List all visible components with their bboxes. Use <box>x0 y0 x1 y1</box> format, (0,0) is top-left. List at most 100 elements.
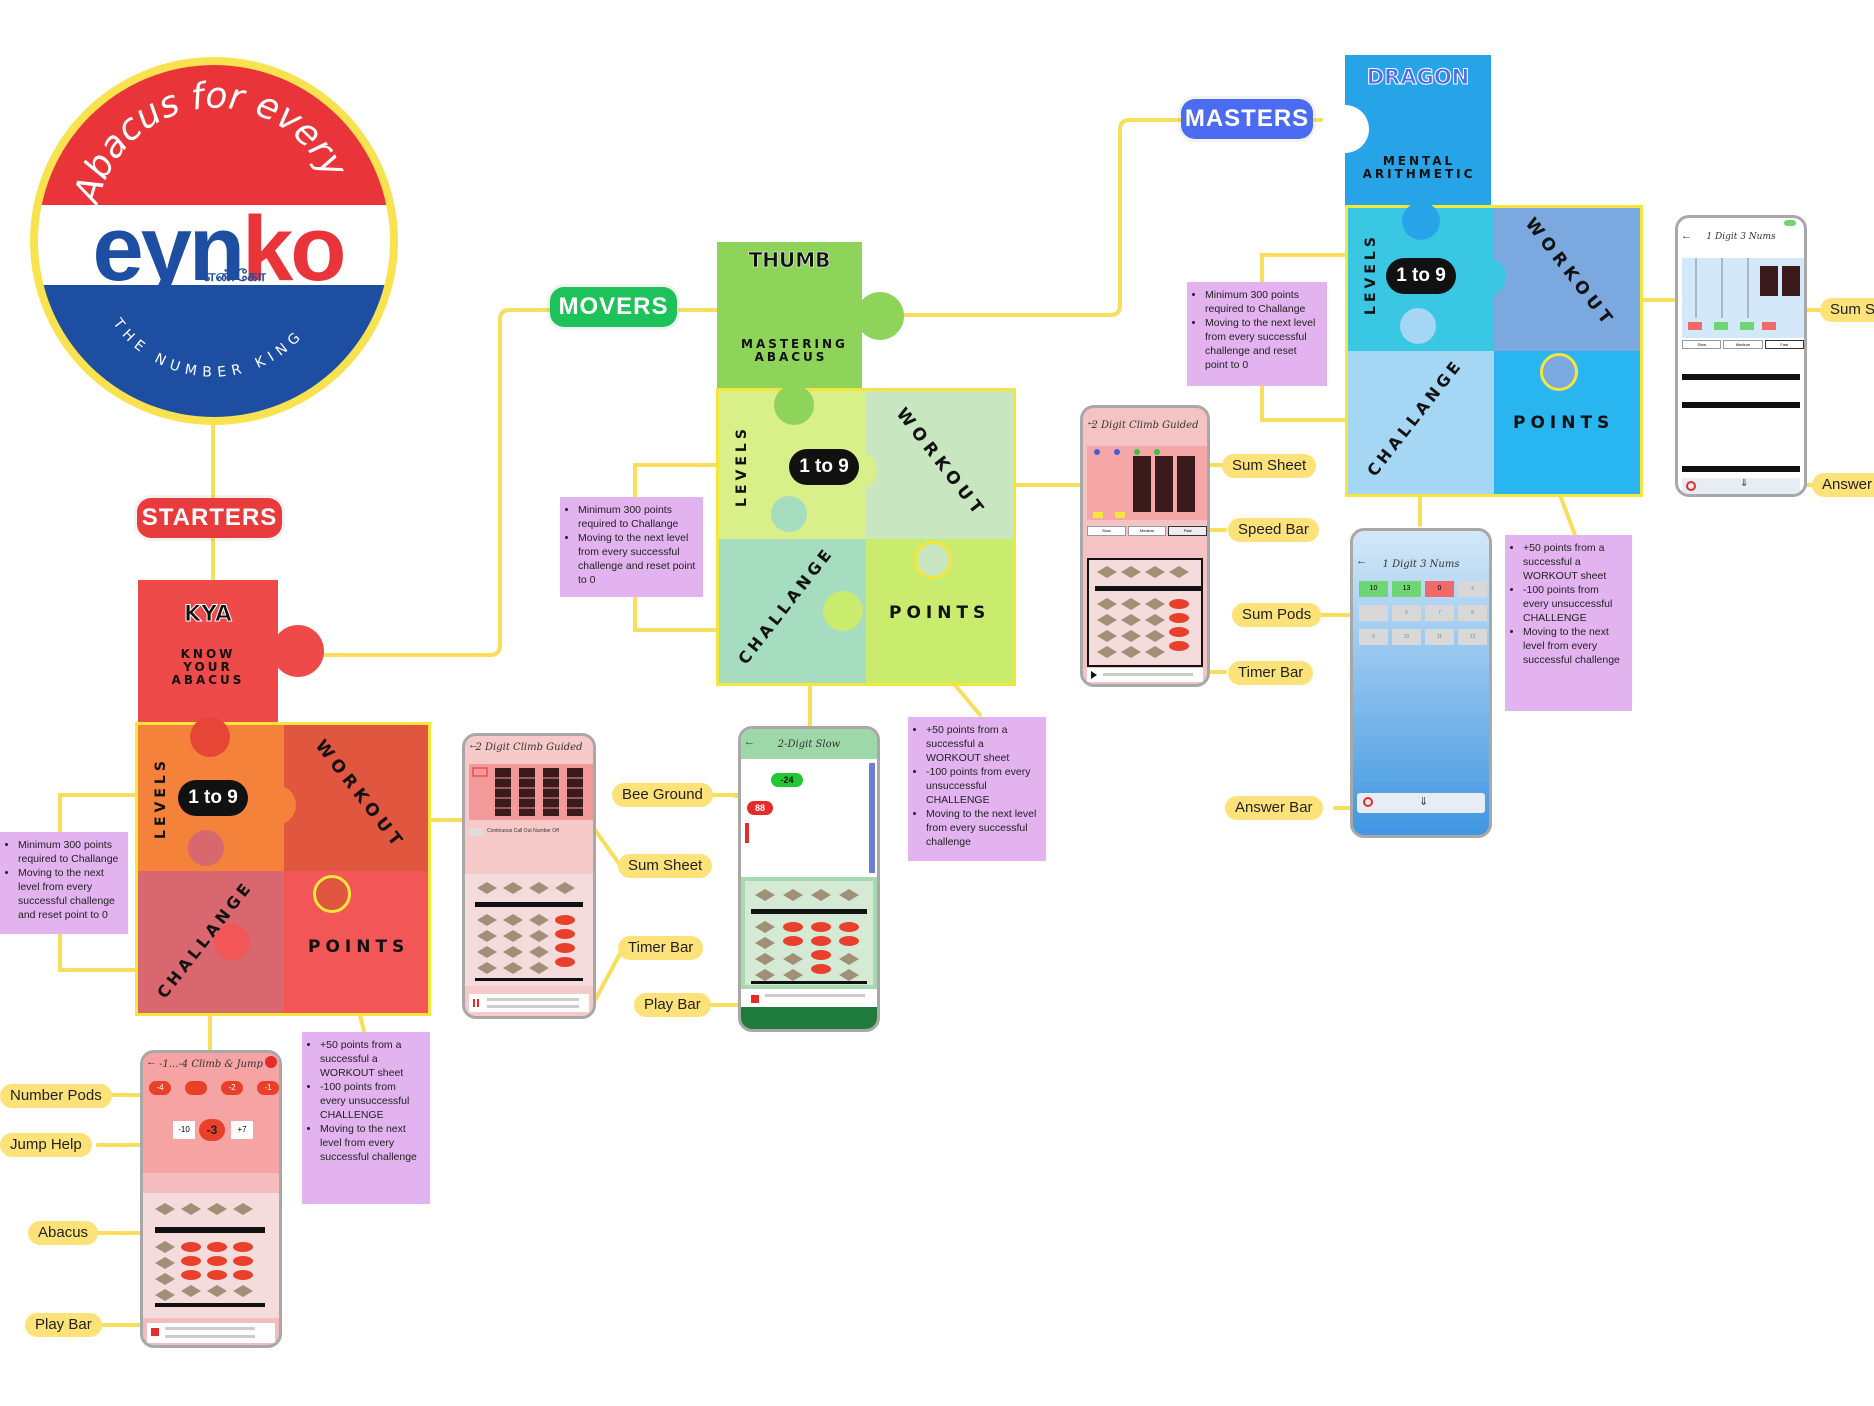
callout-toggle[interactable] <box>469 828 483 836</box>
thumb-range-badge: 1 to 9 <box>789 449 859 485</box>
sum-pod[interactable]: 0 <box>1425 581 1454 597</box>
dragon-subtitle: MENTAL ARITHMETIC <box>1362 154 1476 181</box>
kya-label-lines <box>96 1093 142 1327</box>
bee-pod[interactable]: 88 <box>747 801 773 815</box>
logo-brand-left: eyn <box>92 198 246 300</box>
mic-icon[interactable]: ⇓ <box>1740 478 1749 489</box>
number-pod[interactable]: -4 <box>149 1081 171 1095</box>
phone-2-digit-slow: ← 2-Digit Slow -24 88 <box>738 726 880 1032</box>
timer-bar[interactable] <box>1087 668 1203 682</box>
stage-movers[interactable]: MOVERS <box>550 287 677 327</box>
thumb-to-masters-line <box>898 118 1182 317</box>
sum-pod[interactable]: 12 <box>1458 629 1487 645</box>
label-speed-bar: Speed Bar <box>1228 518 1319 542</box>
note-thumb-challenge: Minimum 300 points required to Challange… <box>560 497 703 597</box>
back-arrow-icon[interactable]: ← <box>1681 230 1692 242</box>
record-icon[interactable] <box>1686 481 1696 491</box>
play-bar[interactable] <box>741 991 877 1007</box>
number-pod[interactable]: -1 <box>257 1081 279 1095</box>
sum-pods: 10 13 0 4 6 7 8 9 10 11 12 <box>1359 581 1487 645</box>
sum-pod[interactable]: 9 <box>1359 629 1388 645</box>
kya-tab <box>272 625 324 677</box>
speed-bar[interactable]: Slow Medium Fast <box>1087 526 1207 536</box>
record-icon[interactable] <box>1363 797 1373 807</box>
speed-slow[interactable]: Slow <box>1087 526 1126 536</box>
label-sum-sheet-2: Sum Sheet <box>1222 454 1317 478</box>
sum-pod[interactable]: 11 <box>1425 629 1454 645</box>
sum-sheet[interactable] <box>469 764 593 820</box>
back-arrow-icon[interactable]: ← <box>1356 555 1367 567</box>
timer-bar[interactable] <box>469 994 589 1012</box>
back-arrow-icon[interactable]: ← <box>1086 416 1097 428</box>
speed-fast[interactable]: Fast <box>1764 340 1804 349</box>
dragon-range-badge: 1 to 9 <box>1386 258 1456 294</box>
label-play-bar-1: Play Bar <box>25 1313 102 1337</box>
phone-dragon2-title: 1 Digit 3 Nums <box>1706 232 1776 242</box>
bee-pod[interactable]: -24 <box>771 773 803 787</box>
note-thumb-points: +50 points from a successful a WORKOUT s… <box>908 717 1046 861</box>
phone-thumb-climb: ← 2 Digit Climb Guided Slow Medium Fast <box>1080 405 1210 687</box>
module-dragon-tile: DRAGON MENTAL ARITHMETIC <box>1321 55 1491 207</box>
eynko-logo: Abacus for everyone THE NUMBER KING eynk… <box>28 55 400 427</box>
label-sum-sheet-3: Sum Sh <box>1820 298 1874 322</box>
sum-pod[interactable]: 7 <box>1425 605 1454 621</box>
kya-title: KYA <box>184 602 233 628</box>
label-play-bar-2: Play Bar <box>634 993 711 1017</box>
logo-tamil: எண்கோ <box>203 268 266 285</box>
label-answer-bar-2: Answer <box>1812 473 1874 497</box>
back-arrow-icon[interactable]: ← <box>146 1056 157 1068</box>
speed-medium[interactable]: Medium <box>1723 340 1763 349</box>
stop-icon[interactable] <box>751 995 759 1003</box>
dragon-puzzle: 1 to 9 LEVELS WORKOUT CHALLANGE POINTS <box>1345 202 1643 497</box>
sum-pod[interactable]: 10 <box>1359 581 1388 597</box>
note-kya-challenge: Minimum 300 points required to Challange… <box>0 832 128 934</box>
thumb-subtitle: MASTERING ABACUS <box>741 337 848 364</box>
label-bee-ground: Bee Ground <box>612 783 713 807</box>
label-sum-pods: Sum Pods <box>1232 603 1322 627</box>
sum-pod[interactable]: 10 <box>1392 629 1421 645</box>
sum-pod[interactable] <box>1359 605 1388 621</box>
speed-bar[interactable]: Slow Medium Fast <box>1682 340 1804 349</box>
sum-sheet[interactable] <box>1087 446 1207 520</box>
play-bar[interactable] <box>147 1323 275 1343</box>
kya-points-line <box>358 1013 367 1037</box>
kya-points: POINTS <box>308 937 410 957</box>
label-jump-help: Jump Help <box>0 1133 92 1157</box>
play-icon[interactable] <box>1091 671 1097 679</box>
thumb-puzzle: 1 to 9 LEVELS WORKOUT CHALLANGE POINTS <box>716 385 1016 686</box>
number-pod[interactable]: -2 <box>221 1081 243 1095</box>
pause-icon[interactable] <box>473 999 479 1007</box>
abacus-frame[interactable] <box>143 1193 279 1318</box>
thumb-title: THUMB <box>748 248 831 273</box>
speed-slow[interactable]: Slow <box>1682 340 1722 349</box>
jump-left[interactable]: -10 <box>173 1121 195 1139</box>
stage-masters[interactable]: MASTERS <box>1181 99 1313 139</box>
stage-starters[interactable]: STARTERS <box>137 498 282 538</box>
back-arrow-icon[interactable]: ← <box>744 736 755 748</box>
jump-right[interactable]: +7 <box>231 1121 253 1139</box>
phone-climb-guided: ← 2 Digit Climb Guided Continuous Call O… <box>462 733 596 1019</box>
abacus-frame[interactable] <box>465 874 593 986</box>
sum-pod[interactable]: 13 <box>1392 581 1421 597</box>
answer-bar[interactable]: ⇓ <box>1682 478 1800 494</box>
speed-medium[interactable]: Medium <box>1127 526 1167 536</box>
abacus-frame[interactable] <box>1087 558 1203 667</box>
abacus-frame[interactable] <box>741 877 877 989</box>
logo-arc-text: Abacus for everyone <box>28 55 355 209</box>
answer-bar[interactable]: ⇓ <box>1357 793 1485 813</box>
speed-fast[interactable]: Fast <box>1168 526 1207 536</box>
sum-sheet[interactable] <box>1682 258 1804 338</box>
sum-pod[interactable]: 6 <box>1392 605 1421 621</box>
mic-icon[interactable]: ⇓ <box>1419 796 1429 808</box>
sum-pod[interactable]: 4 <box>1458 581 1487 597</box>
number-pod[interactable] <box>185 1081 207 1095</box>
sum-pod[interactable]: 8 <box>1458 605 1487 621</box>
phone-dragon1-title: 1 Digit 3 Nums <box>1382 559 1460 570</box>
climb-sumsheet-line <box>593 828 622 867</box>
bee-ground[interactable]: -24 88 <box>745 763 875 873</box>
logo-brand-right: ko <box>242 198 346 300</box>
jump-current[interactable]: -3 <box>199 1119 225 1141</box>
close-dot-icon[interactable] <box>265 1056 277 1068</box>
back-arrow-icon[interactable]: ← <box>468 739 479 751</box>
stop-icon[interactable] <box>151 1328 159 1336</box>
